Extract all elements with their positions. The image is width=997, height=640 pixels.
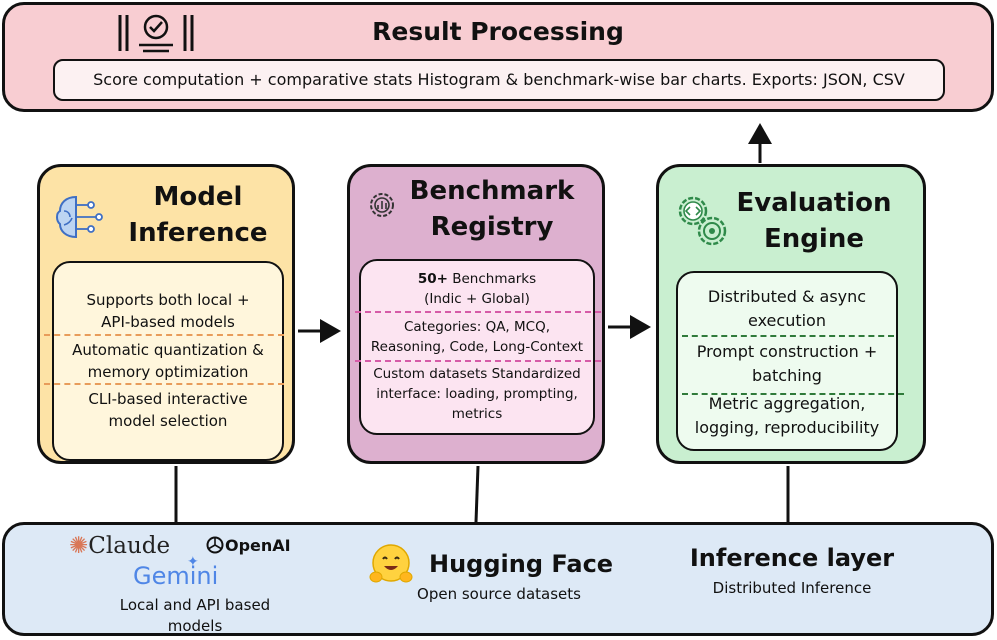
evaluation-engine-item-2-line1: Prompt construction + xyxy=(696,342,878,361)
model-inference-item-2-line1: Automatic quantization & xyxy=(72,341,264,359)
divider xyxy=(355,360,601,362)
model-inference-card: Model Inference Supports both local + AP… xyxy=(37,164,295,464)
claude-burst-icon: ✺ xyxy=(69,533,89,559)
gear-chart-icon xyxy=(370,193,394,217)
hugging-face-icon xyxy=(369,544,413,583)
benchmark-registry-details: 50+ Benchmarks (Indic + Global) Categori… xyxy=(355,259,601,435)
model-inference-title-line1: Model xyxy=(153,182,243,212)
benchmark-categories: Categories: QA, MCQ, Reasoning, Code, Lo… xyxy=(361,317,593,357)
benchmark-custom-line2: interface: loading, prompting, xyxy=(376,386,578,402)
model-inference-details: Supports both local + API-based models A… xyxy=(44,261,284,461)
model-inference-item-3-line1: CLI-based interactive xyxy=(88,390,248,408)
benchmark-count-label: Benchmarks xyxy=(447,271,537,287)
openai-label: OpenAI xyxy=(225,536,291,555)
openai-knot-icon xyxy=(206,536,224,554)
benchmark-custom-line3: metrics xyxy=(451,406,503,422)
openai-logo: OpenAI xyxy=(205,533,301,559)
evaluation-engine-title-line2: Engine xyxy=(764,224,864,254)
divider xyxy=(44,334,284,336)
evaluation-engine-item-3-line1: Metric aggregation, xyxy=(708,394,866,413)
providers-caption: Local and API based models xyxy=(105,595,285,637)
model-inference-title-line2: Inference xyxy=(128,218,268,248)
gemini-sparkle-icon: ✦ xyxy=(187,554,199,570)
scales-checklist-icon xyxy=(118,14,194,53)
divider xyxy=(44,383,284,385)
benchmark-categories-line2: Reasoning, Code, Long-Context xyxy=(370,339,584,355)
benchmark-count: 50+ Benchmarks (Indic + Global) xyxy=(361,269,593,309)
providers-caption-line2: models xyxy=(167,617,223,635)
inference-layer-title: Inference layer xyxy=(689,544,895,572)
divider xyxy=(682,393,904,395)
link-registry-to-bottom xyxy=(474,465,480,523)
benchmark-custom-datasets: Custom datasets Standardized interface: … xyxy=(361,364,593,424)
hugging-face-subtitle: Open source datasets xyxy=(417,585,581,603)
providers-caption-line1: Local and API based xyxy=(119,596,271,614)
benchmark-registry-card: Benchmark Registry 50+ Benchmarks (Indic… xyxy=(347,164,605,464)
evaluation-engine-item-2-line2: batching xyxy=(752,366,822,385)
result-processing-title: Result Processing xyxy=(372,17,624,46)
benchmark-count-line: 50+ Benchmarks xyxy=(361,269,593,289)
model-inference-item-1: Supports both local + API-based models xyxy=(54,289,282,333)
evaluation-engine-item-2: Prompt construction + batching xyxy=(678,340,896,388)
evaluation-engine-item-1: Distributed & async execution xyxy=(678,285,896,333)
inference-layer-subtitle: Distributed Inference xyxy=(712,579,872,597)
divider xyxy=(682,335,894,337)
evaluation-engine-card: Evaluation Engine Distributed & async ex… xyxy=(656,164,926,464)
gemini-logo: Gemini✦ xyxy=(133,554,233,591)
model-inference-title: Model Inference xyxy=(108,179,288,251)
evaluation-engine-item-3-line2: logging, reproducibility xyxy=(694,418,880,437)
model-inference-item-3: CLI-based interactive model selection xyxy=(54,388,282,432)
benchmark-scope: (Indic + Global) xyxy=(424,291,530,307)
brain-circuit-icon xyxy=(56,195,103,239)
benchmark-count-number: 50+ xyxy=(417,271,448,287)
model-inference-item-1-line2: API-based models xyxy=(101,313,235,331)
benchmark-registry-title: Benchmark Registry xyxy=(394,173,590,245)
evaluation-engine-title-line1: Evaluation xyxy=(736,188,892,218)
model-inference-item-2: Automatic quantization & memory optimiza… xyxy=(54,339,282,383)
benchmark-custom-line1: Custom datasets Standardized xyxy=(373,366,581,382)
benchmark-registry-title-line2: Registry xyxy=(430,212,554,242)
result-processing-box: Result Processing Score computation + co… xyxy=(2,2,994,112)
hugging-face-title: Hugging Face xyxy=(429,550,614,578)
divider xyxy=(355,311,601,313)
claude-logo: ✺Claude xyxy=(69,531,189,561)
result-processing-description: Score computation + comparative stats Hi… xyxy=(53,59,945,101)
benchmark-registry-title-line1: Benchmark xyxy=(409,176,575,206)
model-inference-item-2-line2: memory optimization xyxy=(87,363,249,381)
evaluation-engine-title: Evaluation Engine xyxy=(719,185,909,257)
gemini-label: Gemini xyxy=(133,562,219,590)
benchmark-categories-line1: Categories: QA, MCQ, xyxy=(403,319,551,335)
model-inference-item-3-line2: model selection xyxy=(108,412,228,430)
evaluation-engine-details: Distributed & async execution Prompt con… xyxy=(676,271,904,451)
evaluation-engine-item-1-line1: Distributed & async xyxy=(707,287,867,306)
model-inference-item-1-line1: Supports both local + xyxy=(86,291,250,309)
bottom-layer-box: ✺Claude OpenAI Gemini✦ Local and API bas… xyxy=(2,522,994,636)
evaluation-engine-item-1-line2: execution xyxy=(748,311,826,330)
code-gears-icon xyxy=(678,196,727,246)
claude-label: Claude xyxy=(88,533,171,559)
evaluation-engine-item-3: Metric aggregation, logging, reproducibi… xyxy=(678,392,896,440)
